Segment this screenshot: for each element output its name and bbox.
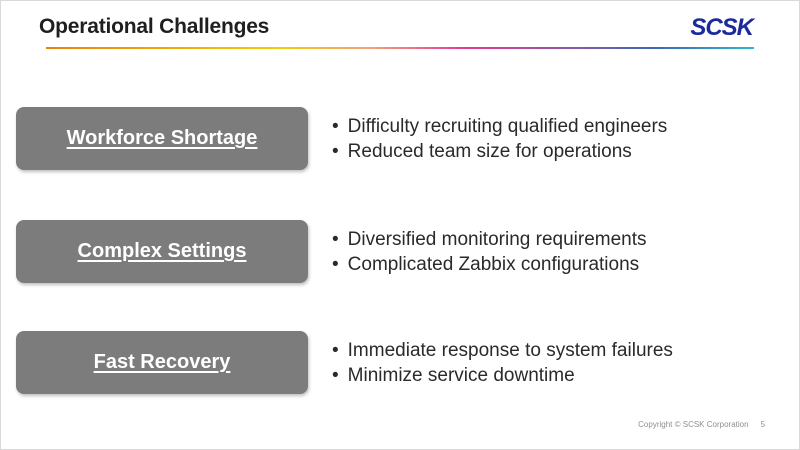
- bullet-text: Difficulty recruiting qualified engineer…: [347, 115, 668, 137]
- label-box-workforce-shortage: Workforce Shortage: [16, 107, 308, 170]
- challenge-row-complex-settings: Complex Settings • Diversified monitorin…: [16, 220, 647, 283]
- scsk-logo: SCSK: [690, 14, 754, 41]
- bullet-icon: •: [332, 115, 339, 137]
- list-item: • Minimize service downtime: [332, 363, 673, 388]
- page-title: Operational Challenges: [39, 15, 270, 38]
- list-item: • Complicated Zabbix configurations: [332, 252, 647, 277]
- bullet-icon: •: [332, 140, 339, 162]
- bullet-list: • Difficulty recruiting qualified engine…: [332, 114, 667, 164]
- bullet-text: Immediate response to system failures: [347, 339, 673, 361]
- label-text: Fast Recovery: [93, 351, 231, 373]
- bullet-icon: •: [332, 364, 339, 386]
- bullet-list: • Diversified monitoring requirements • …: [332, 227, 647, 277]
- list-item: • Immediate response to system failures: [332, 338, 673, 363]
- copyright-text: Copyright © SCSK Corporation: [638, 420, 749, 429]
- challenge-row-fast-recovery: Fast Recovery • Immediate response to sy…: [16, 331, 673, 394]
- bullet-icon: •: [332, 228, 339, 250]
- challenge-row-workforce-shortage: Workforce Shortage • Difficulty recruiti…: [16, 107, 667, 170]
- list-item: • Difficulty recruiting qualified engine…: [332, 114, 667, 139]
- bullet-text: Diversified monitoring requirements: [347, 228, 647, 250]
- label-text: Workforce Shortage: [66, 127, 258, 149]
- bullet-text: Complicated Zabbix configurations: [347, 253, 640, 275]
- accent-divider-line: [46, 47, 754, 49]
- slide-footer: Copyright © SCSK Corporation 5: [638, 420, 765, 429]
- bullet-list: • Immediate response to system failures …: [332, 338, 673, 388]
- label-box-complex-settings: Complex Settings: [16, 220, 308, 283]
- list-item: • Diversified monitoring requirements: [332, 227, 647, 252]
- bullet-icon: •: [332, 253, 339, 275]
- bullet-text: Reduced team size for operations: [347, 140, 632, 162]
- bullet-icon: •: [332, 339, 339, 361]
- bullet-text: Minimize service downtime: [347, 364, 575, 386]
- label-box-fast-recovery: Fast Recovery: [16, 331, 308, 394]
- label-text: Complex Settings: [77, 240, 247, 262]
- page-number: 5: [760, 420, 765, 429]
- list-item: • Reduced team size for operations: [332, 139, 667, 164]
